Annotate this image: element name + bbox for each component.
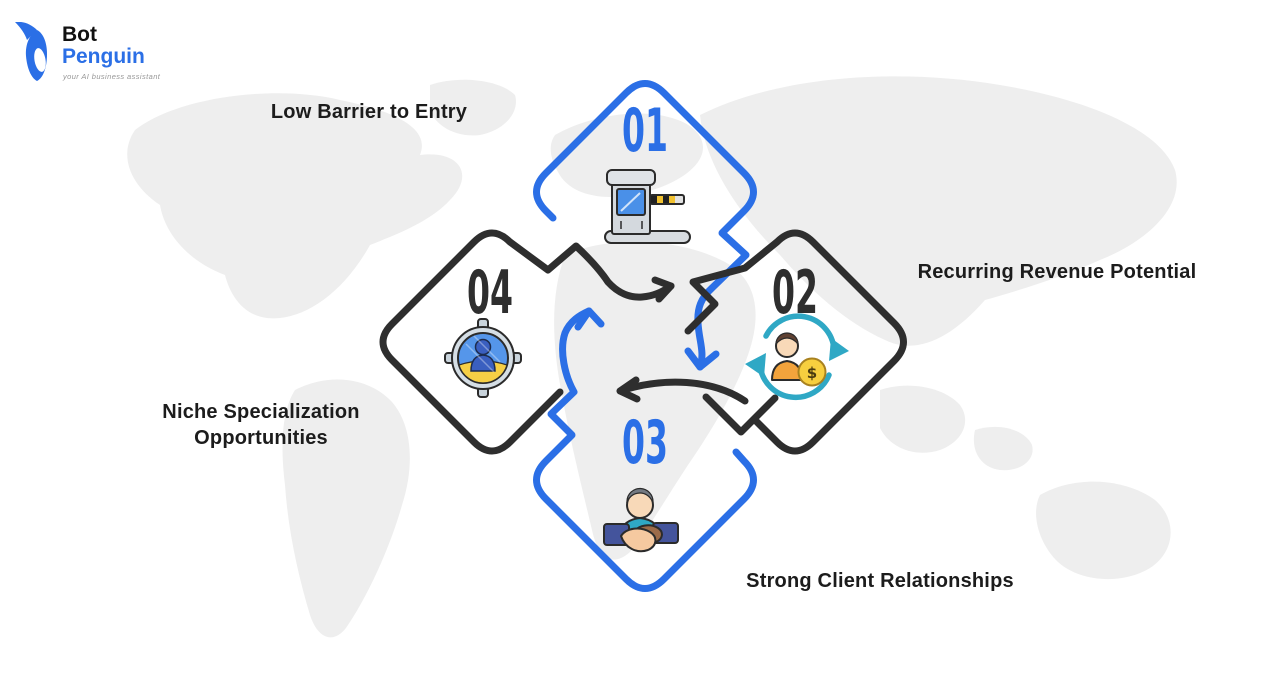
penguin-icon <box>15 22 47 81</box>
diamond-02-outline <box>684 229 907 455</box>
logo-tagline: your AI business assistant <box>63 72 161 81</box>
flow-arrowhead-03-up <box>574 307 605 331</box>
flow-arrowhead-04-right <box>651 276 675 303</box>
step-03-number: 03 <box>622 408 668 478</box>
logo-text-penguin: Penguin <box>62 45 145 68</box>
logo-text-bot: Bot <box>62 23 97 46</box>
diamond-04-outline <box>379 229 675 455</box>
handshake-icon <box>603 487 679 553</box>
toll-barrier-icon <box>604 169 691 244</box>
step-01-number: 01 <box>622 96 668 166</box>
diamond-03-outline <box>533 307 757 592</box>
flow-arrowhead-01-down <box>684 347 720 371</box>
label-strong-client-relationships: Strong Client Relationships <box>746 570 1014 592</box>
flow-arrow-02-to-03 <box>616 376 749 405</box>
label-niche-specialization-opportunities: Niche Specialization Opportunities <box>162 401 360 449</box>
label-low-barrier-to-entry: Low Barrier to Entry <box>270 101 468 123</box>
dollar-sign: $ <box>807 364 817 382</box>
step-04-number: 04 <box>467 258 513 328</box>
target-person-icon <box>444 318 522 398</box>
botpenguin-logo: Bot Penguin your AI business assistant <box>10 22 200 92</box>
recurring-customer-revenue-icon: $ <box>745 313 849 401</box>
label-recurring-revenue-potential: Recurring Revenue Potential <box>917 261 1197 283</box>
world-map-background <box>127 76 1177 638</box>
